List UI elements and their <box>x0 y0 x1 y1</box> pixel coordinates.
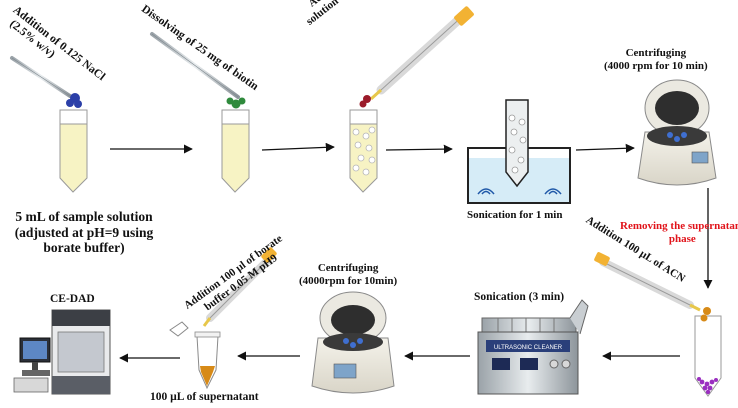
tube-hcl <box>349 109 378 193</box>
pipette-acn <box>594 252 701 312</box>
microtube-supernatant <box>169 321 221 390</box>
label-supernatant: 100 µL of supernatant <box>150 391 259 404</box>
label-centrifuge-top-line1: Centrifuging <box>625 47 687 59</box>
label-sample: 5 mL of sample solution (adjusted at pH=… <box>4 209 164 256</box>
tube-sample <box>59 109 88 193</box>
tube-biotin <box>221 109 250 193</box>
sonicator-device: ULTRASONIC CLEANER <box>477 299 589 395</box>
label-remove-line1: Removing the supernatant <box>620 220 738 232</box>
arrow-4 <box>575 143 635 153</box>
label-sample-line1: 5 mL of sample solution <box>15 209 153 224</box>
arrow-3 <box>385 144 453 154</box>
label-remove-line2: phase <box>668 232 696 245</box>
label-sonication-2-line1: Sonication (3 min) <box>474 291 565 303</box>
label-centrifuge-bottom-line2: (4000rpm for 10min) <box>299 274 398 287</box>
centrifuge-top <box>637 79 717 186</box>
label-centrifuge-bottom-line1: Centrifuging <box>317 262 379 274</box>
sonication-bath-1 <box>467 99 571 204</box>
label-supernatant-line1: 100 µL of supernatant <box>150 391 259 403</box>
spatula-nacl <box>10 56 82 108</box>
label-sonication-1: Sonication for 1 min <box>467 209 562 222</box>
spatula-biotin <box>150 32 246 109</box>
centrifuge-bottom <box>311 291 395 394</box>
ce-dad-instrument <box>13 309 111 395</box>
pipette-hcl <box>359 6 474 108</box>
label-centrifuge-bottom: Centrifuging (4000rpm for 10min) <box>299 262 397 287</box>
label-centrifuge-top: Centrifuging (4000 rpm for 10 min) <box>604 47 708 72</box>
label-ce-dad-line1: CE-DAD <box>50 293 95 305</box>
label-sample-line3: borate buffer) <box>43 240 125 256</box>
label-sonication-2: Sonication (3 min) <box>474 291 564 304</box>
sonicator-panel-label: ULTRASONIC CLEANER <box>494 345 563 351</box>
label-sonication-1-line1: Sonication for 1 min <box>467 209 563 221</box>
label-sample-line2: (adjusted at pH=9 using <box>14 224 154 240</box>
arrows <box>110 142 713 363</box>
label-centrifuge-top-line2: (4000 rpm for 10 min) <box>604 59 708 72</box>
arrow-2 <box>261 142 335 152</box>
label-remove-supernatant: Removing the supernatant phase <box>620 220 738 245</box>
tube-precipitate <box>694 307 722 397</box>
pipette-borate <box>202 247 277 327</box>
label-ce-dad: CE-DAD <box>50 293 95 306</box>
